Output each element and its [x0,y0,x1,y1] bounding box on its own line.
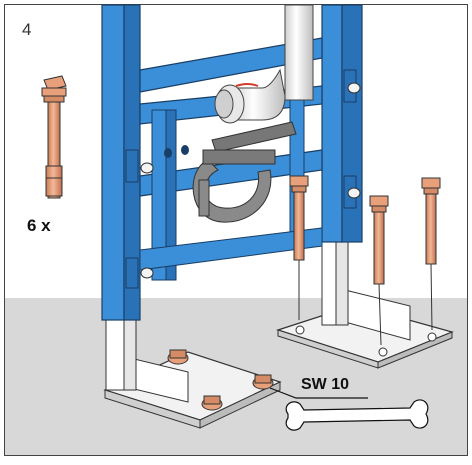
wrench-leader-line [269,387,368,399]
drain-pipe [214,4,314,124]
left-leg-stand [105,317,137,391]
left-floor-plate [103,351,282,429]
right-anchor-bolts [289,175,441,346]
frame-knobs [140,82,361,279]
left-plate-nuts [167,349,274,411]
anchor-bolt-icon [41,75,67,199]
wrench-size-label: SW 10 [301,376,350,393]
bolt-quantity-label: 6 x [27,216,51,235]
wrench-icon [285,399,429,431]
right-leg-stand [321,234,349,326]
pipe-clamp [192,121,297,223]
step-number: 4 [22,20,32,39]
